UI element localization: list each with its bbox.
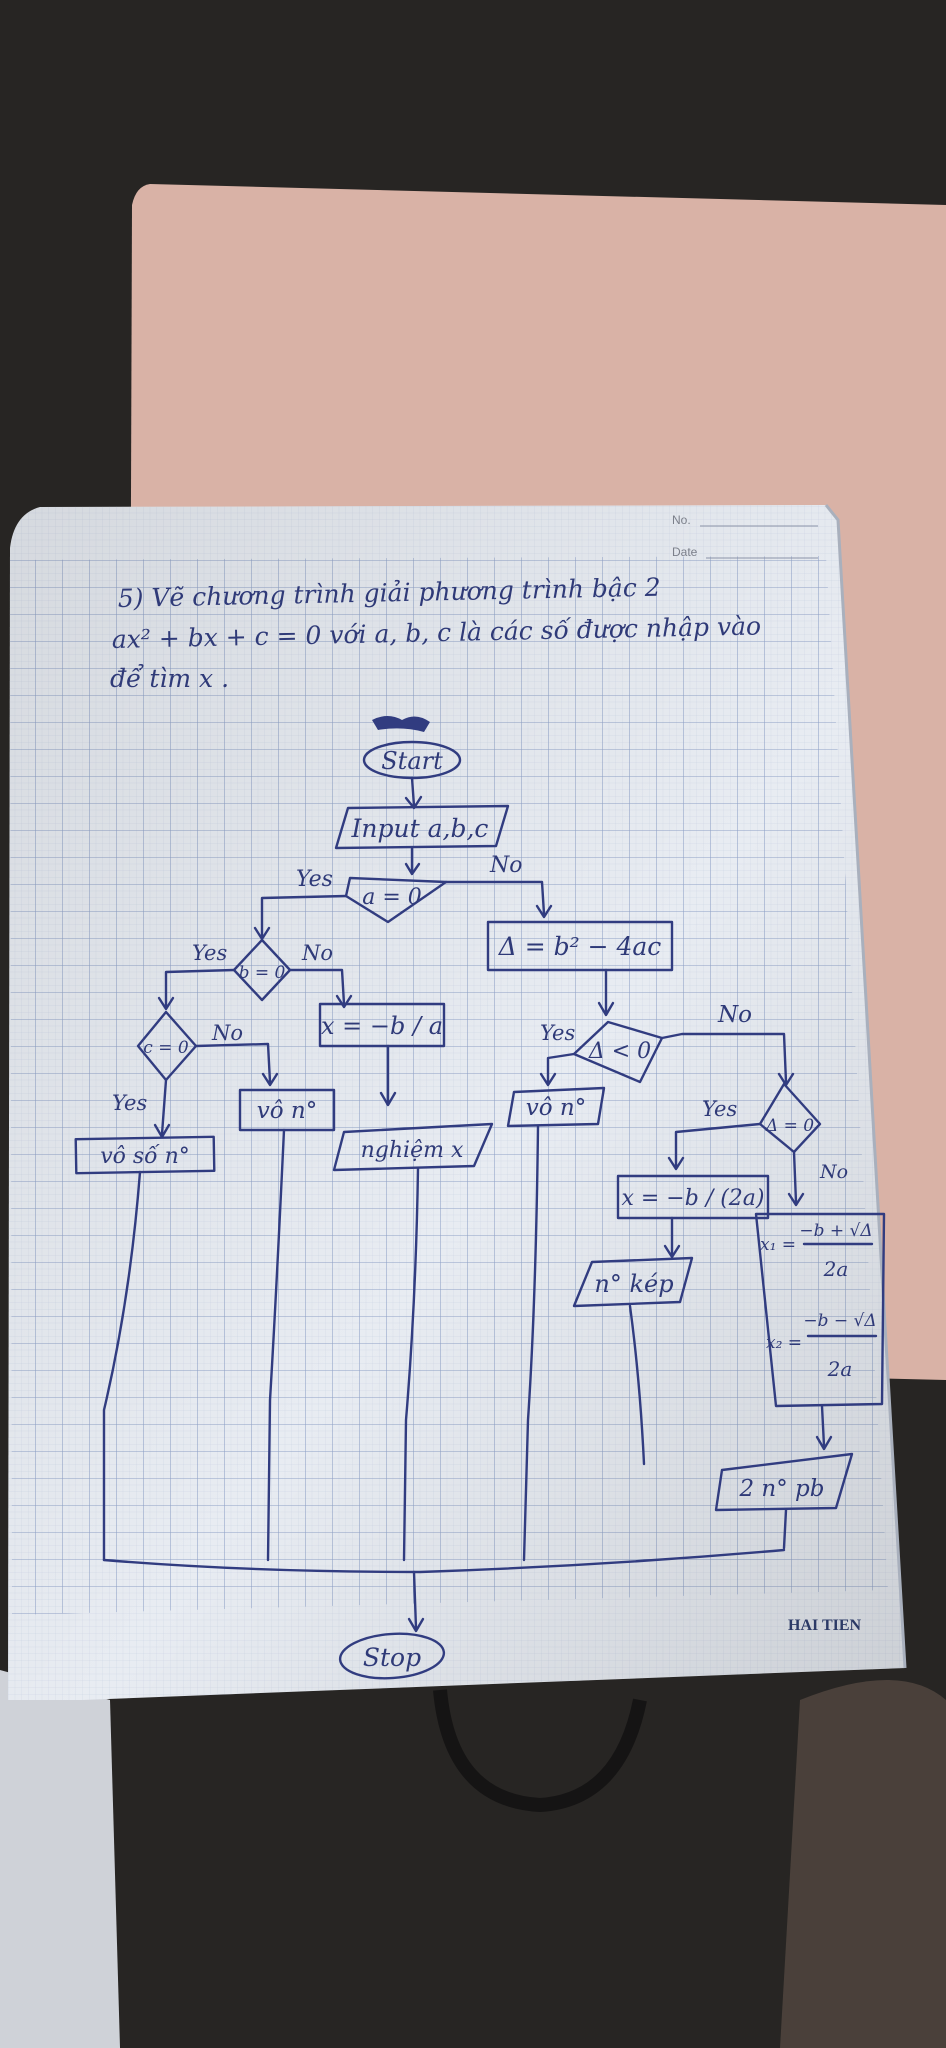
decision-delta-negative: [572, 1020, 664, 1084]
x2-numerator: −b − √Δ: [803, 1311, 876, 1331]
input-box: [334, 804, 510, 850]
x1-denominator: 2a: [823, 1257, 849, 1281]
decision-b-zero-label: b = 0: [239, 963, 286, 983]
decision-a-zero-label: a = 0: [362, 885, 422, 910]
double-root-output-label: n° kép: [594, 1270, 673, 1298]
double-root-label: x = −b / (2a): [621, 1186, 764, 1211]
connector: [667, 1122, 762, 1171]
x2-denominator: 2a: [827, 1357, 853, 1381]
double-root-box: [616, 1174, 770, 1220]
brand-label: HAI TIEN: [788, 1617, 862, 1634]
no-label-b: No: [301, 941, 333, 965]
connector: [522, 1124, 540, 1562]
linear-output-label: nghiệm x: [361, 1138, 464, 1163]
yes-label-delta: Yes: [540, 1021, 575, 1045]
no-label-delta: No: [717, 1002, 752, 1028]
connector: [787, 1150, 805, 1207]
decision-delta-zero-label: Δ = 0: [765, 1116, 814, 1136]
scribble: [372, 716, 430, 732]
no-label-a: No: [489, 853, 523, 878]
x1-lhs: x₁ =: [760, 1235, 796, 1255]
stop-terminator: [338, 1632, 446, 1680]
linear-output-box: [332, 1122, 494, 1172]
yes-label-c: Yes: [112, 1091, 147, 1115]
decision-c-zero-label: c = 0: [143, 1038, 189, 1058]
two-roots-box: [754, 1212, 886, 1408]
x1-numerator: −b + √Δ: [799, 1221, 872, 1241]
no-solution-label-2: vô n°: [526, 1095, 586, 1121]
connector: [628, 1304, 646, 1466]
start-label: Start: [381, 747, 443, 775]
connector: [444, 880, 553, 919]
date-label: Date: [672, 545, 698, 559]
connector: [266, 1128, 286, 1562]
x2-lhs: x₂ =: [766, 1333, 802, 1353]
input-label: Input a,b,c: [351, 814, 489, 843]
connector: [539, 1052, 576, 1087]
decision-a-zero: [344, 876, 448, 924]
connector: [782, 1508, 788, 1550]
cloth-left: [0, 1670, 120, 2048]
two-roots-output-label: 2 n° pb: [738, 1476, 824, 1502]
linear-solution-box: [318, 1002, 446, 1048]
stop-label: Stop: [363, 1643, 421, 1672]
connector: [102, 1170, 142, 1562]
decision-delta-negative-label: Δ < 0: [588, 1039, 651, 1064]
delta-label: Δ = b² − 4ac: [498, 932, 662, 961]
connector: [402, 1166, 420, 1562]
connector: [157, 968, 236, 1011]
yes-label-b: Yes: [192, 941, 227, 965]
decision-b-zero: [232, 938, 292, 1002]
double-root-output-box: [572, 1256, 694, 1308]
connector: [407, 1570, 425, 1633]
yes-label-a: Yes: [296, 867, 333, 892]
infinite-solutions-box: [74, 1135, 216, 1175]
no-label: No.: [672, 513, 691, 527]
infinite-solutions-label: vô số n°: [100, 1143, 190, 1169]
no-solution-box-2: [506, 1086, 606, 1128]
no-label-c: No: [211, 1021, 243, 1045]
linear-solution-label: x = −b / a: [321, 1012, 443, 1040]
no-label-delta-zero: No: [819, 1161, 848, 1183]
no-solution-box-1: [238, 1088, 336, 1132]
dark-cable: [433, 1689, 647, 1813]
connector: [194, 1042, 279, 1087]
problem-line-3: để tìm x .: [110, 664, 229, 693]
pillow-right: [780, 1680, 946, 2048]
yes-label-delta-zero: Yes: [702, 1097, 737, 1121]
delta-box: [486, 920, 674, 972]
connector: [288, 968, 353, 1009]
merge-line: [102, 1548, 786, 1574]
two-roots-output-box: [714, 1452, 854, 1512]
no-solution-label-1: vô n°: [257, 1098, 317, 1124]
